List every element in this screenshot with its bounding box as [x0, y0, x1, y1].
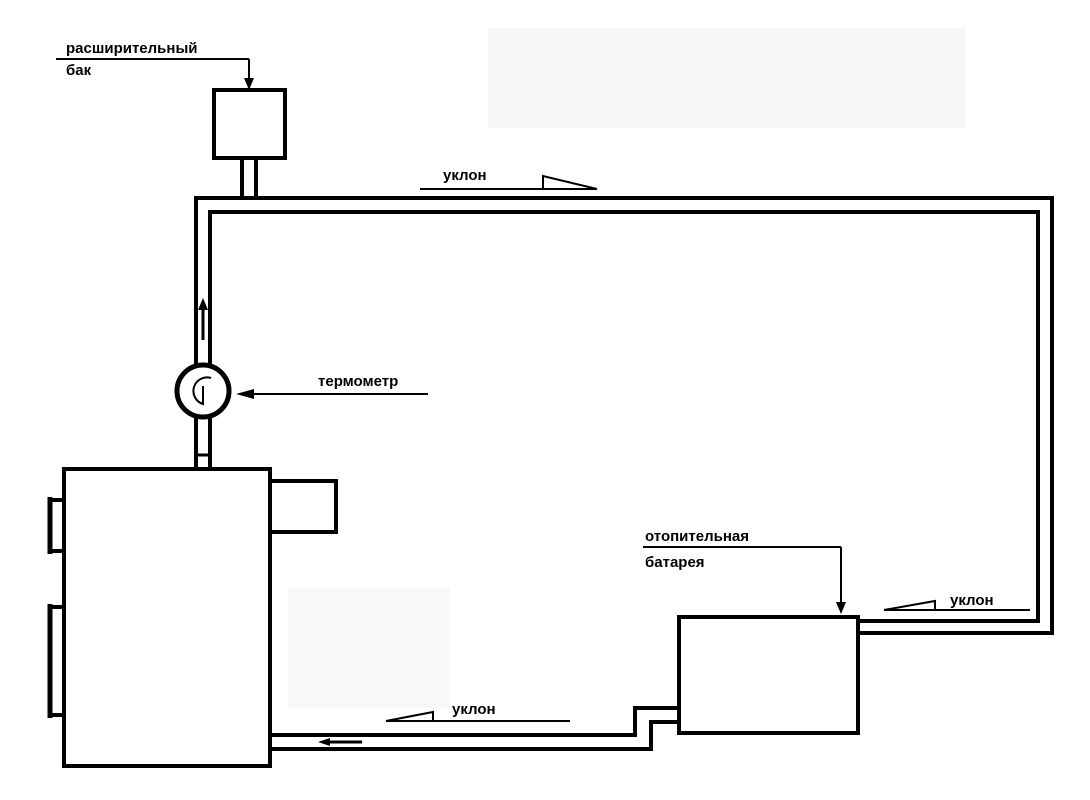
boiler-door-handle-lower: [47, 604, 64, 718]
scan-artifact-top: [488, 28, 966, 128]
scan-artifact-bottom: [288, 588, 450, 708]
thermometer-needle: [192, 376, 212, 406]
thermometer: [174, 362, 232, 420]
label-expansion-tank-line2: бак: [66, 62, 92, 79]
slope-symbol-right: [883, 599, 1030, 611]
radiator-inlet-pipe: [856, 619, 1054, 635]
label-slope-top: уклон: [443, 167, 487, 184]
label-slope-bottom: уклон: [452, 701, 496, 718]
label-slope-right: уклон: [950, 592, 994, 609]
boiler-door-handle-upper: [47, 497, 64, 554]
label-radiator-line1: отопительная: [645, 528, 749, 545]
leader-radiator: [643, 546, 846, 614]
top-supply-pipe: [194, 196, 1054, 214]
boiler-flue-outlet: [268, 479, 338, 534]
expansion-tank: [212, 88, 287, 200]
supply-riser-pipe: [194, 196, 212, 471]
radiator-body: [677, 615, 860, 735]
expansion-tank-body: [212, 88, 287, 160]
return-pipe: [268, 706, 681, 751]
leader-expansion-tank: [56, 58, 254, 90]
label-thermometer: термометр: [318, 373, 398, 390]
right-down-pipe: [1036, 196, 1054, 635]
leader-thermometer: [236, 389, 428, 399]
boiler: [47, 467, 338, 768]
slope-symbol-bottom: [385, 710, 570, 722]
radiator: [677, 615, 860, 735]
flow-direction-up-arrow: [198, 298, 208, 340]
label-radiator-line2: батарея: [645, 554, 705, 571]
flow-direction-left-arrow: [318, 738, 362, 746]
label-expansion-tank-line1: расширительный: [66, 40, 197, 57]
slope-symbol-top: [420, 174, 598, 190]
boiler-body: [62, 467, 272, 768]
